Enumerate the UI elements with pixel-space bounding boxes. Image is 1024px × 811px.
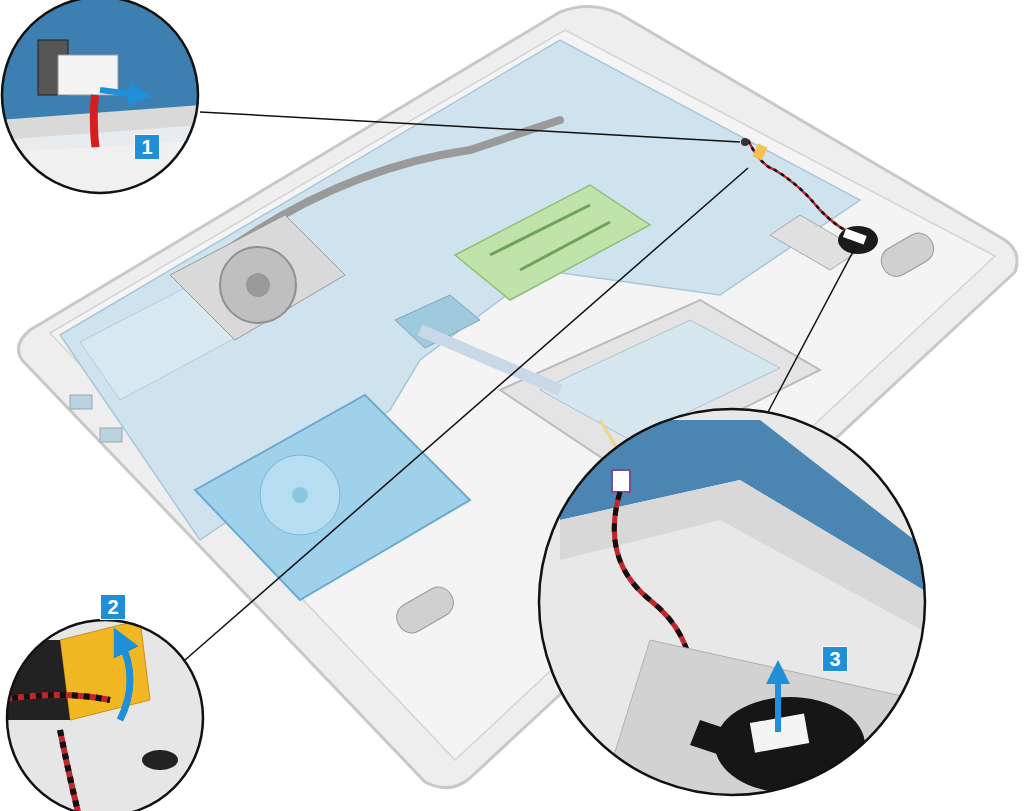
- inset-connector: [0, 0, 210, 200]
- inset-tape: [0, 610, 210, 811]
- callout-number: 3: [822, 646, 848, 672]
- inset-coin-cell: [530, 400, 940, 810]
- callout-number: 1: [134, 134, 160, 160]
- callout-number: 2: [100, 594, 126, 620]
